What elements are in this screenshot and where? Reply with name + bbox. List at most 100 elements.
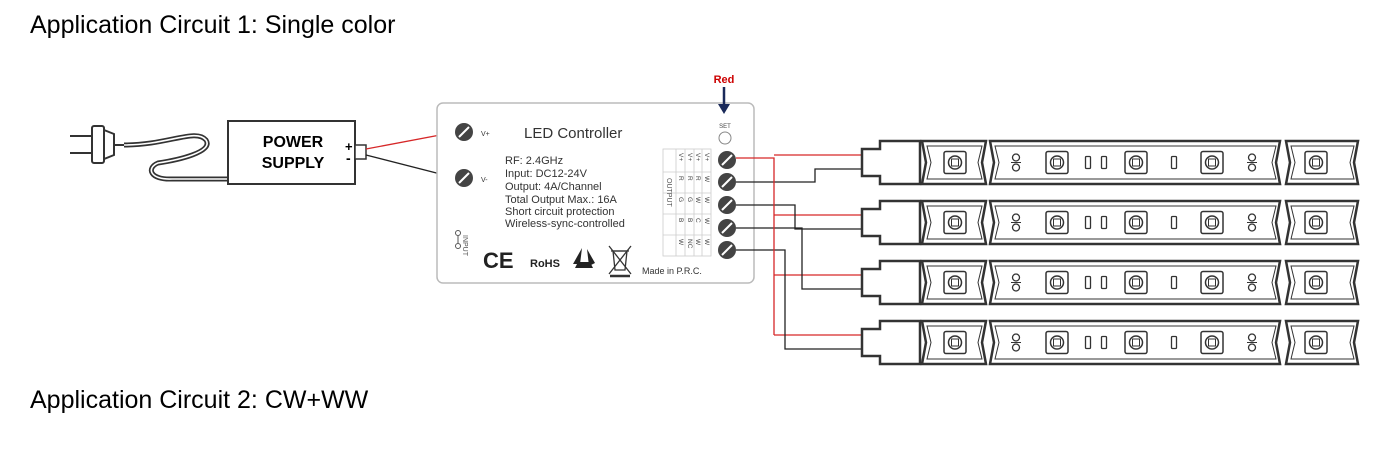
terminal-cell-label: R	[686, 176, 693, 181]
led-chip	[1045, 330, 1069, 355]
cut-mark	[1247, 333, 1257, 352]
resistor	[1100, 215, 1108, 230]
resistor	[1170, 215, 1178, 230]
rohs-mark: RoHS	[530, 258, 560, 270]
led-chip	[1200, 150, 1224, 175]
controller-title: LED Controller	[524, 125, 622, 142]
output-terminal	[718, 219, 736, 237]
terminal-cell-label: W	[677, 239, 684, 246]
terminal-cell-label: V+	[703, 153, 710, 161]
strip-negative-wire	[736, 227, 862, 290]
output-terminal	[718, 241, 736, 259]
led-chip	[1304, 210, 1328, 235]
led-chip	[1045, 150, 1069, 175]
led-strip	[860, 319, 1360, 366]
terminal-cell-label: W	[694, 239, 701, 246]
cut-mark	[1011, 273, 1021, 292]
led-chip	[1045, 270, 1069, 295]
vminus-label: V-	[481, 177, 488, 184]
set-button[interactable]	[718, 131, 732, 145]
spec-line: Short circuit protection	[505, 206, 614, 218]
led-chip	[1200, 210, 1224, 235]
led-chip	[943, 330, 967, 355]
led-strips	[860, 139, 1360, 366]
terminal-cell-label: B	[686, 218, 693, 222]
resistor	[1084, 215, 1092, 230]
led-chip	[1304, 330, 1328, 355]
terminal-cell-label: V+	[686, 153, 693, 161]
input-terminal-vminus	[455, 169, 473, 187]
cut-mark	[1011, 213, 1021, 232]
led-chip	[1304, 150, 1328, 175]
resistor	[1100, 335, 1108, 350]
strip-connector	[860, 199, 922, 246]
led-chip	[943, 150, 967, 175]
terminal-cell-label: G	[677, 197, 684, 202]
power-supply: POWER SUPPLY + -	[227, 120, 367, 185]
cut-mark	[1247, 153, 1257, 172]
output-terminal	[718, 173, 736, 191]
down-arrow-icon	[718, 87, 730, 114]
spec-line: Wireless-sync-controlled	[505, 218, 625, 230]
input-label: INPUT	[461, 235, 468, 257]
terminal-cell-label: G	[686, 197, 693, 202]
resistor	[1170, 155, 1178, 170]
spec-line: Output: 4A/Channel	[505, 181, 602, 193]
led-chip	[943, 210, 967, 235]
resistor	[1170, 335, 1178, 350]
resistor	[1100, 275, 1108, 290]
led-strip	[860, 259, 1360, 306]
strip-negative-wire	[736, 168, 862, 183]
made-in-label: Made in P.R.C.	[642, 266, 702, 276]
cut-mark	[1011, 153, 1021, 172]
plug-icon	[70, 125, 124, 164]
terminal-cell-label: W	[694, 197, 701, 204]
terminal-cell-label: NC	[686, 239, 693, 249]
output-wires	[736, 154, 862, 350]
resistor	[1100, 155, 1108, 170]
mains-cord	[123, 133, 228, 182]
led-controller: LED Controller V+ V- RF: 2.4GHz Input: D…	[436, 74, 755, 284]
led-chip	[943, 270, 967, 295]
cut-mark	[1011, 333, 1021, 352]
led-chip	[1124, 330, 1148, 355]
cut-mark	[1247, 213, 1257, 232]
power-supply-line2: SUPPLY	[262, 155, 325, 172]
led-chip	[1124, 270, 1148, 295]
psu-plus-label: +	[345, 139, 353, 154]
weee-bin-icon	[608, 245, 632, 278]
terminal-cell-label: W	[703, 218, 710, 225]
circuit1-heading: Application Circuit 1: Single color	[30, 11, 396, 39]
ce-mark: CE	[483, 248, 514, 273]
positive-bus-wire	[736, 157, 775, 335]
dc-polarity-icon	[455, 230, 461, 249]
red-label: Red	[714, 74, 735, 86]
terminal-cell-label: R	[677, 176, 684, 181]
terminal-cell-label: C	[694, 218, 701, 223]
led-chip	[1304, 270, 1328, 295]
input-terminal-vplus	[455, 123, 473, 141]
cut-mark	[1247, 273, 1257, 292]
led-chip	[1200, 270, 1224, 295]
terminal-cell-label: V+	[694, 153, 701, 161]
terminal-cell-label: V+	[677, 153, 684, 161]
strip-negative-wire	[736, 249, 862, 350]
strip-negative-wire	[736, 204, 862, 230]
terminal-cell-label: W	[703, 197, 710, 204]
circuit2-heading: Application Circuit 2: CW+WW	[30, 386, 369, 414]
terminal-cell-label: W	[703, 176, 710, 183]
led-strip	[860, 139, 1360, 186]
spec-line: Input: DC12-24V	[505, 168, 588, 180]
output-label: OUTPUT	[665, 178, 672, 208]
led-chip	[1045, 210, 1069, 235]
power-supply-line1: POWER	[263, 134, 324, 151]
led-chip	[1124, 210, 1148, 235]
output-terminal	[718, 151, 736, 169]
terminal-cell-label: R	[694, 176, 701, 181]
set-label: SET	[719, 124, 731, 130]
resistor	[1170, 275, 1178, 290]
strip-connector	[860, 259, 922, 306]
vplus-label: V+	[481, 131, 490, 138]
